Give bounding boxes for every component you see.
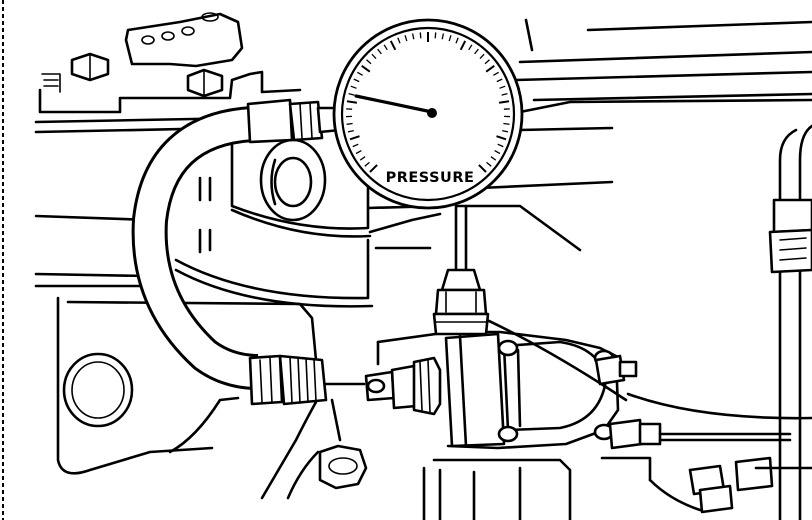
gauge-tick bbox=[371, 53, 377, 60]
bolt bbox=[186, 68, 224, 98]
gauge-tick bbox=[496, 135, 507, 141]
gauge-tick bbox=[486, 161, 492, 167]
gauge-tick bbox=[455, 37, 459, 44]
gauge-tick bbox=[502, 129, 509, 133]
gauge-tick bbox=[494, 150, 501, 155]
adapter-fitting bbox=[324, 356, 442, 416]
pump-body bbox=[376, 298, 812, 520]
gauge-tick bbox=[347, 129, 354, 133]
gauge-tick bbox=[459, 40, 467, 51]
gauge-tick bbox=[496, 78, 503, 83]
gauge-tick bbox=[474, 48, 479, 55]
gauge-tick bbox=[353, 78, 360, 83]
plug-fitting bbox=[318, 444, 368, 490]
gauge-tick bbox=[377, 48, 382, 55]
gauge-tick bbox=[479, 53, 485, 60]
gauge-tick bbox=[448, 35, 452, 42]
gauge-tick bbox=[359, 156, 366, 161]
gauge-tick bbox=[484, 59, 490, 65]
gauge-tick bbox=[346, 122, 353, 125]
gauge-tick bbox=[397, 37, 401, 44]
gauge-tick bbox=[499, 85, 506, 89]
gauge-tick bbox=[349, 135, 360, 141]
gauge-tick bbox=[434, 32, 437, 39]
banjo-fitting bbox=[259, 138, 327, 222]
background-linework bbox=[366, 18, 812, 520]
bolt bbox=[70, 52, 110, 82]
gauge-tick bbox=[361, 64, 371, 73]
gauge-tick bbox=[350, 85, 357, 89]
gauge-tick bbox=[478, 164, 487, 173]
gauge-tick bbox=[490, 156, 497, 161]
gauge-tick bbox=[369, 164, 378, 173]
gauge-tick bbox=[497, 143, 504, 148]
gauge-tick bbox=[468, 44, 473, 51]
gauge-tick bbox=[493, 71, 499, 76]
gauge-needle-hub bbox=[427, 108, 437, 118]
gauge-label: PRESSURE bbox=[386, 170, 475, 186]
gauge-tick bbox=[355, 150, 362, 155]
gauge-tick bbox=[441, 33, 445, 40]
gauge-tick bbox=[503, 122, 510, 125]
gauge-tick bbox=[498, 100, 510, 104]
gauge-tick bbox=[364, 161, 370, 167]
gauge-tick bbox=[404, 35, 408, 42]
gauge-tick bbox=[352, 143, 359, 148]
gauge-tick bbox=[485, 64, 495, 73]
gauge-tick bbox=[389, 40, 397, 51]
gauge-tick bbox=[383, 44, 388, 51]
gauge-stem bbox=[432, 204, 490, 336]
test-hose bbox=[131, 98, 342, 406]
gauge-tick bbox=[346, 100, 358, 104]
gauge-scale-ticks bbox=[345, 32, 511, 173]
gauge-tick bbox=[501, 92, 508, 96]
gauge-tick bbox=[366, 59, 372, 65]
gauge-tick bbox=[357, 71, 363, 76]
gauge-needle bbox=[354, 94, 434, 114]
gauge-tick bbox=[419, 32, 422, 39]
pressure-gauge: PRESSURE bbox=[332, 18, 524, 210]
gauge-tick bbox=[411, 33, 415, 40]
gauge-tick bbox=[348, 92, 355, 96]
engine-block bbox=[34, 12, 374, 500]
